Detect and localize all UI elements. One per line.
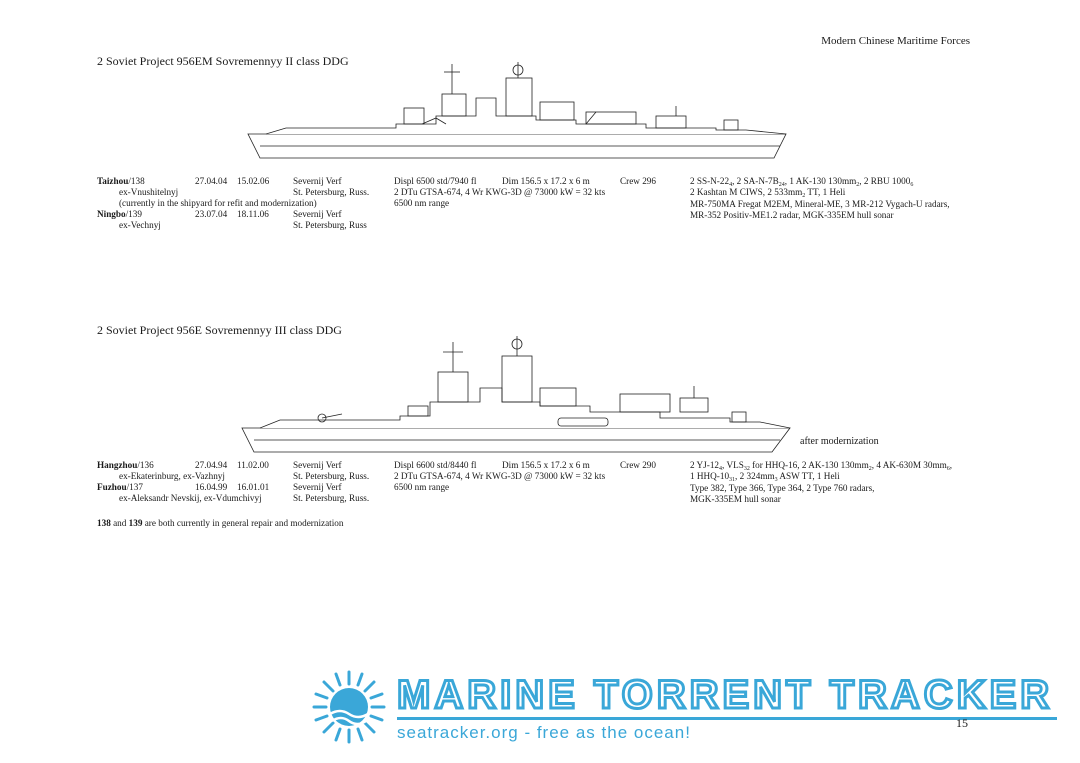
pennant-number: /139 bbox=[125, 209, 142, 219]
shipyard-location: St. Petersburg, Russ bbox=[293, 220, 367, 230]
ship-drawing-956em bbox=[246, 58, 791, 166]
machinery: 2 DTu GTSA-674, 4 Wr KWG-3D @ 73000 kW =… bbox=[394, 187, 606, 197]
shipyard-location: St. Petersburg, Russ. bbox=[293, 187, 370, 197]
shipyard: Severnij Verf bbox=[293, 482, 342, 492]
armament-line: 2 Kashtan M CIWS, 2 533mm2 TT, 1 Heli bbox=[690, 187, 846, 200]
footnote: 138 and 139 are both currently in genera… bbox=[97, 518, 344, 528]
shipyard-location: St. Petersburg, Russ. bbox=[293, 471, 370, 481]
pennant-number: /137 bbox=[126, 482, 143, 492]
sensors-line: MR-352 Positiv-ME1.2 radar, MGK-335EM hu… bbox=[690, 209, 894, 220]
former-name: ex-Ekaterinburg, ex-Vazhnyj bbox=[119, 471, 225, 481]
dimensions: Dim 156.5 x 17.2 x 6 m bbox=[502, 460, 590, 470]
commission-date: 11.02.00 bbox=[237, 460, 269, 470]
section1-title: 2 Soviet Project 956EM Sovremennyy II cl… bbox=[97, 54, 349, 68]
section1-ship-table: Taizhou/138 27.04.04 15.02.06 Severnij V… bbox=[97, 176, 397, 236]
shipyard: Severnij Verf bbox=[293, 460, 342, 470]
watermark-divider bbox=[397, 717, 1057, 720]
section1-specs: Displ 6500 std/7940 fl Dim 156.5 x 17.2 … bbox=[394, 176, 684, 216]
armament-line: 2 YJ-124, VLS32 for HHQ-16, 2 AK-130 130… bbox=[690, 460, 953, 472]
shipyard: Severnij Verf bbox=[293, 176, 342, 186]
section1-armament: 2 SS-N-224, 2 SA-N-7B24, 1 AK-130 130mm2… bbox=[690, 176, 950, 221]
section2-ship-table: Hangzhou/136 27.04.94 11.02.00 Severnij … bbox=[97, 460, 397, 510]
former-name: ex-Aleksandr Nevskij, ex-Vdumchivyj bbox=[119, 493, 262, 503]
section2-title: 2 Soviet Project 956E Sovremennyy III cl… bbox=[97, 323, 342, 337]
pennant-number: /136 bbox=[137, 460, 154, 470]
crew: Crew 290 bbox=[620, 460, 656, 470]
watermark-title: MARINE TORRENT TRACKER bbox=[395, 672, 1054, 719]
table-row: Hangzhou/136 bbox=[97, 460, 154, 471]
former-name: ex-Vnushitelnyj bbox=[119, 187, 179, 197]
section2-specs: Displ 6600 std/8440 fl Dim 156.5 x 17.2 … bbox=[394, 460, 684, 500]
ship-name: Taizhou bbox=[97, 176, 129, 186]
former-name: ex-Vechnyj bbox=[119, 220, 161, 230]
sun-logo-icon bbox=[312, 670, 386, 749]
launch-date: 27.04.94 bbox=[195, 460, 228, 470]
machinery: 2 DTu GTSA-674, 4 Wr KWG-3D @ 73000 kW =… bbox=[394, 471, 606, 481]
dimensions: Dim 156.5 x 17.2 x 6 m bbox=[502, 176, 590, 186]
launch-date: 27.04.04 bbox=[195, 176, 228, 186]
sensors-line: MR-750MA Fregat M2EM, Mineral-ME, 3 MR-2… bbox=[690, 198, 950, 209]
crew: Crew 296 bbox=[620, 176, 656, 186]
after-modernization-caption: after modernization bbox=[800, 436, 879, 447]
launch-date: 23.07.04 bbox=[195, 209, 228, 219]
commission-date: 16.01.01 bbox=[237, 482, 270, 492]
armament-line: 1 HHQ-1031, 2 324mm3 ASW TT, 1 Heli bbox=[690, 471, 840, 484]
launch-date: 16.04.99 bbox=[195, 482, 228, 492]
ship-drawing-956e bbox=[240, 332, 795, 456]
armament-line: 2 SS-N-224, 2 SA-N-7B24, 1 AK-130 130mm2… bbox=[690, 176, 914, 188]
displacement: Displ 6600 std/8440 fl bbox=[394, 460, 477, 470]
sensors-line: Type 382, Type 366, Type 364, 2 Type 760… bbox=[690, 482, 875, 493]
page-number: 15 bbox=[956, 716, 968, 730]
displacement: Displ 6500 std/7940 fl bbox=[394, 176, 477, 186]
publication-title: Modern Chinese Maritime Forces bbox=[821, 35, 970, 47]
shipyard-location: St. Petersburg, Russ. bbox=[293, 493, 370, 503]
section2-armament: 2 YJ-124, VLS32 for HHQ-16, 2 AK-130 130… bbox=[690, 460, 952, 505]
range: 6500 nm range bbox=[394, 482, 450, 492]
commission-date: 18.11.06 bbox=[237, 209, 269, 219]
table-row: Fuzhou/137 bbox=[97, 482, 143, 493]
ship-name: Ningbo bbox=[97, 209, 126, 219]
ship-name: Fuzhou bbox=[97, 482, 127, 492]
pennant-number: /138 bbox=[128, 176, 145, 186]
ship-name: Hangzhou bbox=[97, 460, 138, 470]
commission-date: 15.02.06 bbox=[237, 176, 270, 186]
shipyard: Severnij Verf bbox=[293, 209, 342, 219]
table-row: Ningbo/139 bbox=[97, 209, 142, 220]
range: 6500 nm range bbox=[394, 198, 450, 208]
ship-note: (currently in the shipyard for refit and… bbox=[119, 198, 317, 208]
table-row: Taizhou/138 bbox=[97, 176, 145, 187]
sensors-line: MGK-335EM hull sonar bbox=[690, 493, 781, 504]
watermark-subtitle: seatracker.org - free as the ocean! bbox=[397, 723, 691, 742]
